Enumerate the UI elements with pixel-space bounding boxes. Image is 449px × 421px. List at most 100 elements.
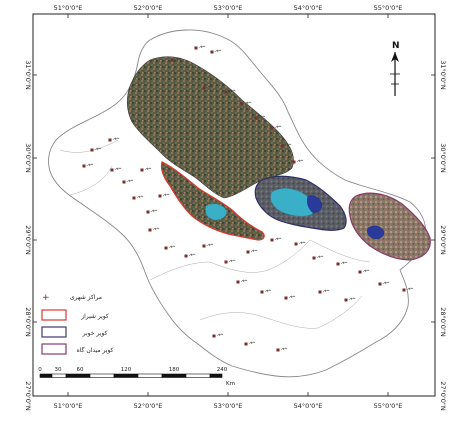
city-marker: شهر bbox=[312, 254, 324, 260]
legend-swatch bbox=[41, 309, 67, 321]
city-label: شهر bbox=[274, 124, 282, 128]
legend-item-urban-centers: + مراکز شهری bbox=[42, 293, 102, 303]
city-point bbox=[236, 280, 240, 284]
city-marker: شهر bbox=[260, 288, 272, 294]
city-marker: شهر bbox=[270, 236, 282, 242]
city-marker: شهر bbox=[358, 268, 370, 274]
city-label: شهر bbox=[216, 332, 224, 336]
city-point bbox=[358, 270, 362, 274]
city-label: شهر bbox=[248, 340, 256, 344]
tick-label-top: 55°0'0"E bbox=[374, 4, 403, 12]
city-marker: شهر bbox=[246, 248, 258, 254]
city-point bbox=[146, 210, 150, 214]
city-label: شهر bbox=[162, 192, 170, 196]
city-label: شهر bbox=[296, 158, 304, 162]
legend-label: کویر شیراز bbox=[80, 313, 109, 320]
tick-label-bottom: 55°0'0"E bbox=[374, 402, 403, 410]
city-point bbox=[292, 160, 296, 164]
city-point bbox=[108, 138, 112, 142]
city-point bbox=[148, 228, 152, 232]
city-marker: شهر bbox=[146, 208, 158, 214]
city-label: شهر bbox=[274, 236, 282, 240]
city-point bbox=[82, 164, 86, 168]
city-point bbox=[122, 180, 126, 184]
scale-segment bbox=[39, 373, 53, 378]
city-label: شهر bbox=[228, 258, 236, 262]
lake-east bbox=[367, 225, 385, 239]
scale-segment bbox=[185, 373, 211, 378]
city-point bbox=[318, 290, 322, 294]
city-marker: شهر bbox=[344, 296, 356, 302]
city-label: شهر bbox=[214, 48, 222, 52]
city-marker: شهر bbox=[270, 124, 282, 130]
tick-label-left: 28°0'0"N bbox=[24, 307, 32, 337]
city-point bbox=[194, 46, 198, 50]
city-marker: شهر bbox=[148, 226, 160, 232]
city-label: شهر bbox=[150, 208, 158, 212]
city-point bbox=[170, 58, 174, 62]
tick-label-top: 53°0'0"E bbox=[214, 4, 243, 12]
city-label: شهر bbox=[340, 260, 348, 264]
tick-label-top: 52°0'0"E bbox=[134, 4, 163, 12]
city-point bbox=[202, 244, 206, 248]
city-marker: شهر bbox=[236, 278, 248, 284]
north-arrow-label: N bbox=[392, 41, 400, 51]
tick-label-right: 31°0'0"N bbox=[439, 60, 447, 90]
tick-label-bottom: 53°0'0"E bbox=[214, 402, 243, 410]
city-label: شهر bbox=[206, 84, 214, 88]
scale-segment bbox=[137, 373, 163, 378]
scale-segment bbox=[89, 373, 115, 378]
scale-segment bbox=[65, 373, 91, 378]
tick-label-right: 28°0'0"N bbox=[439, 307, 447, 337]
city-label: شهر bbox=[298, 240, 306, 244]
city-marker: شهر bbox=[240, 100, 252, 106]
city-point bbox=[212, 334, 216, 338]
city-marker: شهر bbox=[82, 162, 94, 168]
lake-bakhtegan bbox=[270, 188, 314, 217]
scale-label: 120 bbox=[121, 367, 132, 373]
city-label: شهر bbox=[86, 162, 94, 166]
city-marker: شهر bbox=[318, 288, 330, 294]
tick-label-right: 27°0'0"N bbox=[439, 381, 447, 411]
tick-label-bottom: 54°0'0"E bbox=[294, 402, 323, 410]
imagery-region-north bbox=[126, 56, 294, 199]
city-point bbox=[246, 250, 250, 254]
city-label: شهر bbox=[322, 288, 330, 292]
tick-label-top: 54°0'0"E bbox=[294, 4, 323, 12]
city-point bbox=[378, 282, 382, 286]
city-label: شهر bbox=[316, 254, 324, 258]
city-marker: شهر bbox=[210, 48, 222, 54]
scale-label: 240 bbox=[217, 367, 228, 373]
north-arrow: N bbox=[390, 41, 400, 96]
city-label: شهر bbox=[382, 280, 390, 284]
city-marker: شهر bbox=[292, 158, 304, 164]
scale-label: 60 bbox=[77, 367, 84, 373]
city-point bbox=[224, 260, 228, 264]
city-marker: شهر bbox=[244, 340, 256, 346]
city-label: شهر bbox=[280, 346, 288, 350]
city-label: شهر bbox=[250, 248, 258, 252]
legend-item-kavir-khubar: کویر خوبر bbox=[41, 326, 107, 338]
city-marker: شهر bbox=[122, 178, 134, 184]
city-label: شهر bbox=[174, 56, 182, 60]
kavir-meydangah-region bbox=[348, 192, 431, 261]
city-label: شهر bbox=[112, 136, 120, 140]
city-label: شهر bbox=[168, 244, 176, 248]
legend-label: مراکز شهری bbox=[70, 294, 102, 301]
city-label: شهر bbox=[144, 166, 152, 170]
city-marker: شهر bbox=[378, 280, 390, 286]
urban-centers-layer: شهر شهر شهر شهر شهر شهر شهر شهر شهر شهر شهر شهر شهر ش… bbox=[82, 44, 414, 352]
tick-label-right: 30°0'0"N bbox=[439, 143, 447, 173]
city-marker: شهر bbox=[90, 146, 102, 152]
city-point bbox=[132, 196, 136, 200]
city-marker: شهر bbox=[336, 260, 348, 266]
city-point bbox=[224, 90, 228, 94]
city-label: شهر bbox=[152, 226, 160, 230]
city-point bbox=[280, 144, 284, 148]
scale-segment bbox=[161, 373, 187, 378]
city-point bbox=[110, 168, 114, 172]
